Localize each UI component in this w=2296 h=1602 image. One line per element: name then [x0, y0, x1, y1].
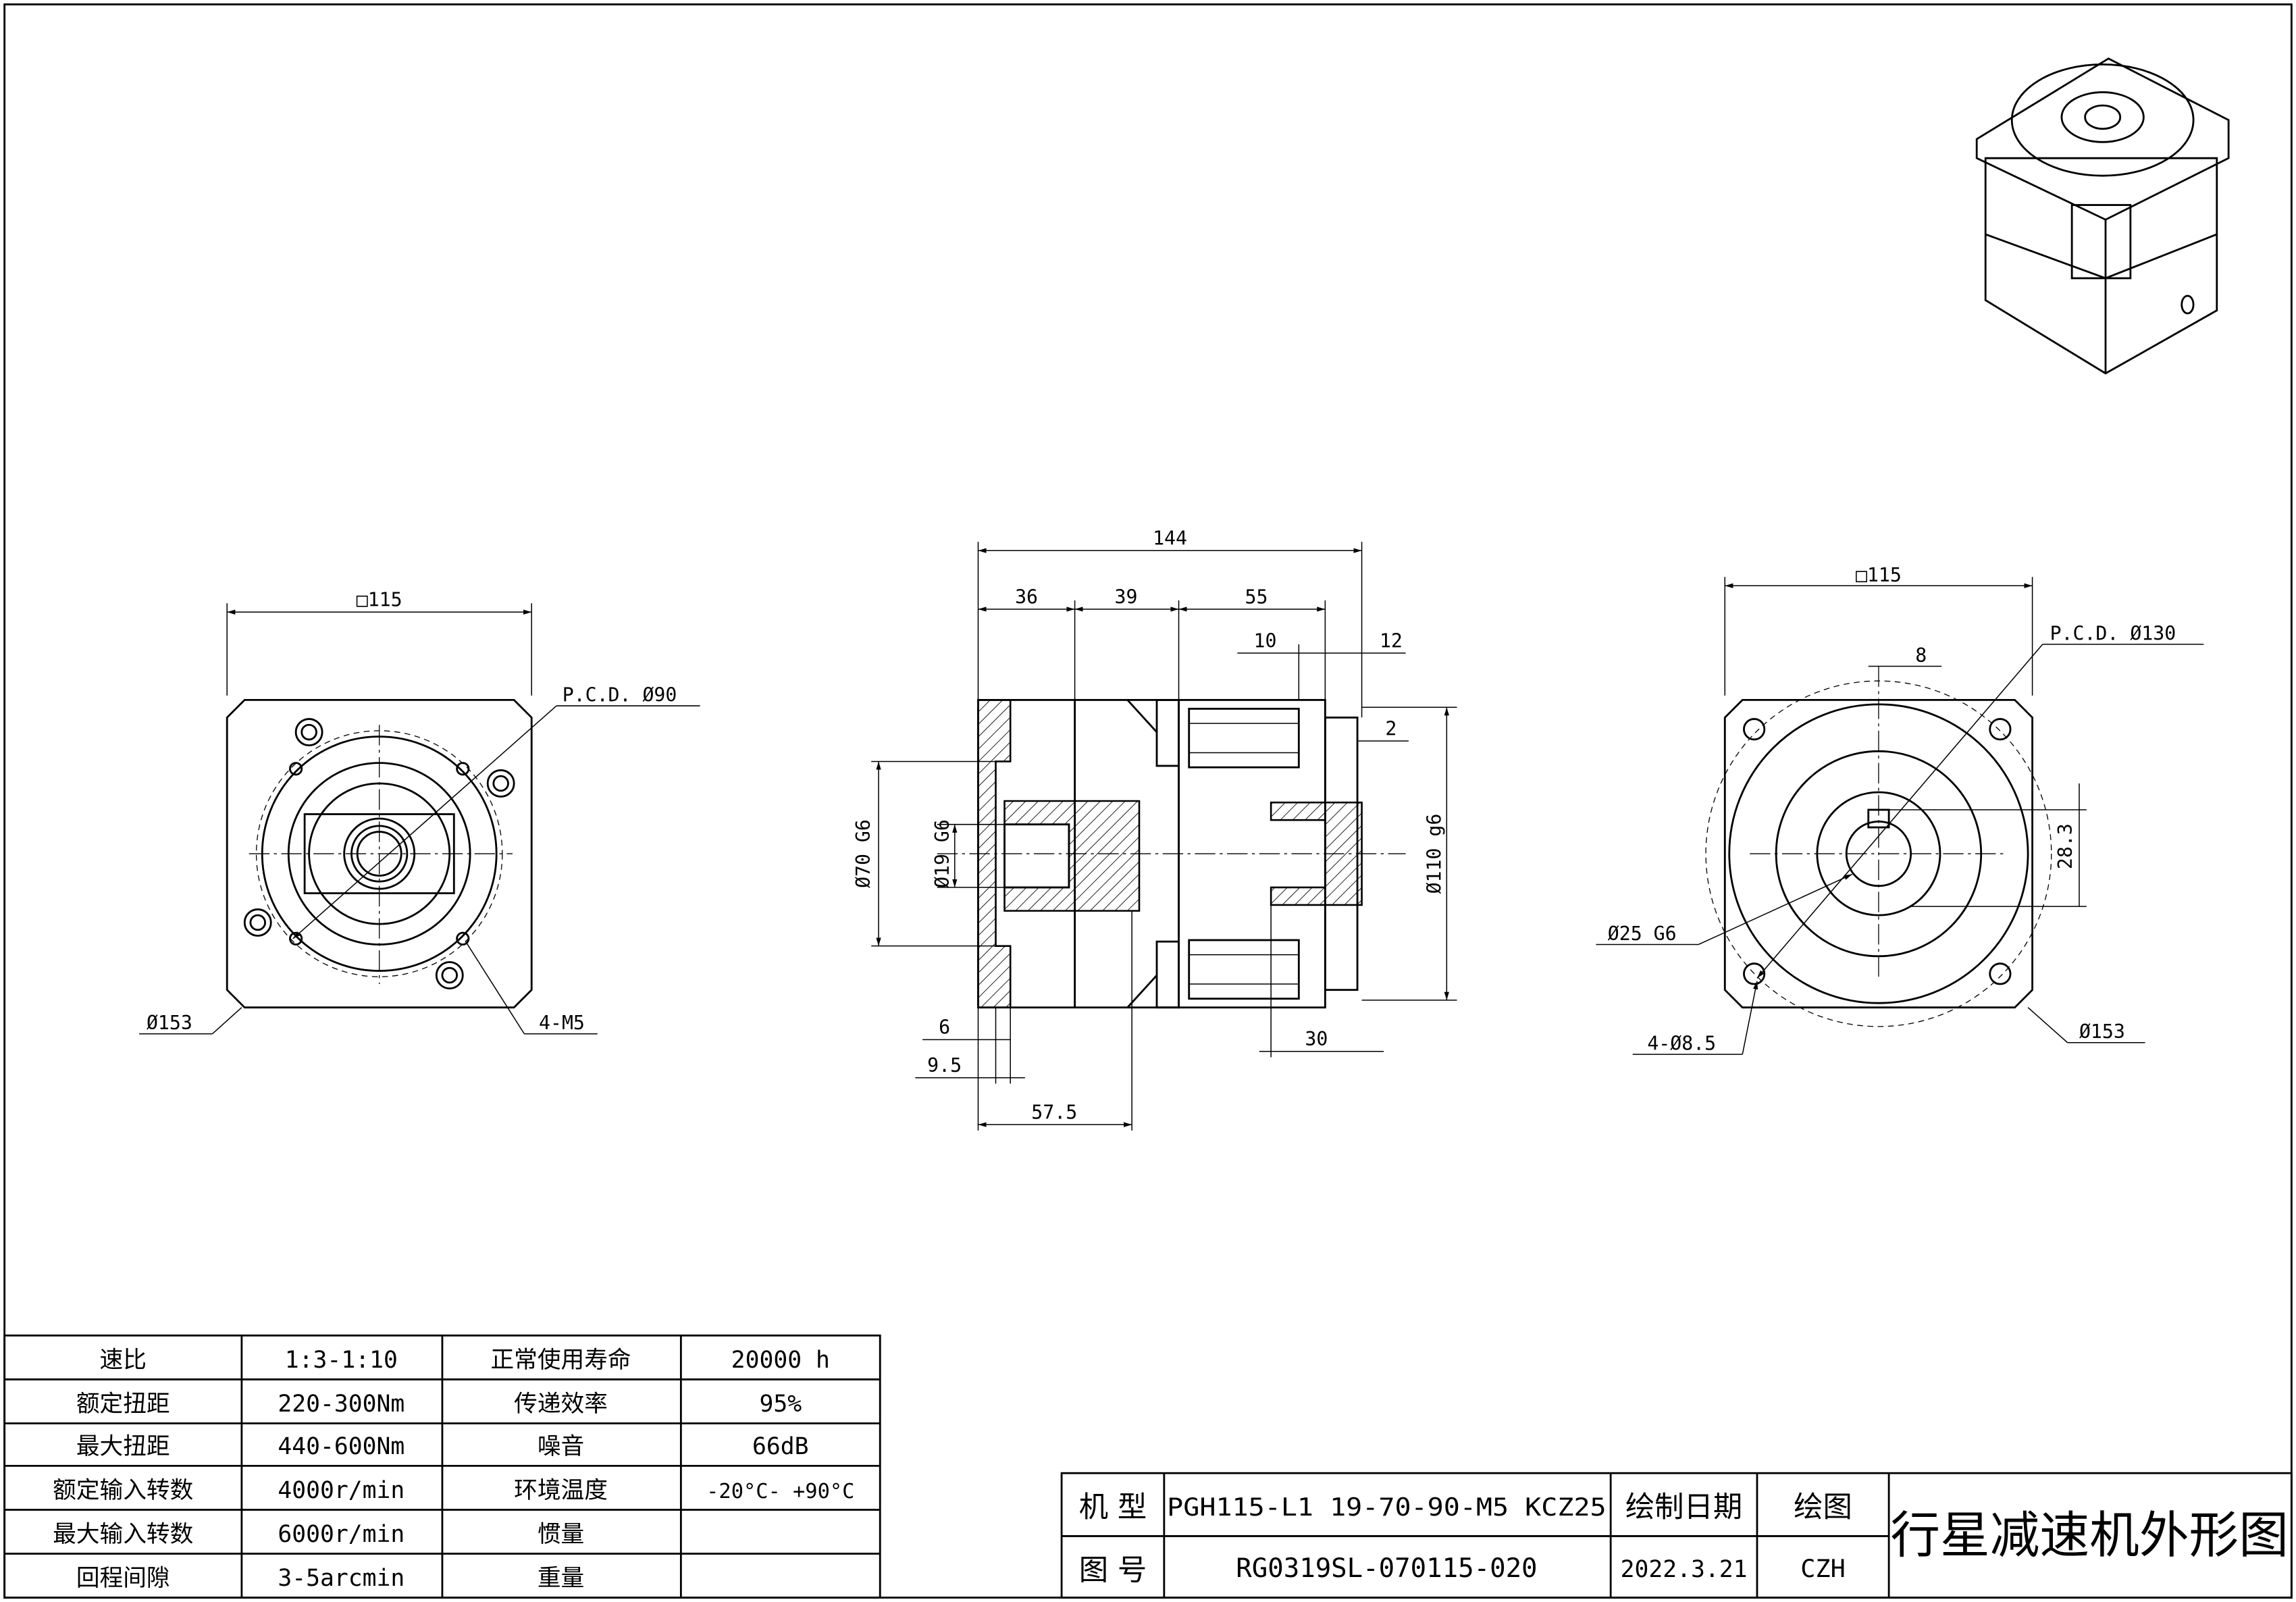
spec-label: 传递效率 — [514, 1391, 608, 1418]
isometric-view-icon — [1975, 57, 2230, 375]
dim-19: Ø19 G6 — [931, 819, 954, 888]
spec-label: 惯量 — [538, 1521, 584, 1548]
dim-12: 12 — [1380, 629, 1403, 652]
spec-label: 环境温度 — [514, 1477, 608, 1504]
dim-9-5: 9.5 — [927, 1054, 962, 1077]
dim-outer-dia: Ø153 — [147, 1012, 192, 1034]
model-label: 机 型 — [1079, 1491, 1147, 1524]
dim-6: 6 — [939, 1016, 950, 1039]
spec-value: 220-300Nm — [278, 1391, 405, 1418]
spec-label: 正常使用寿命 — [490, 1347, 631, 1374]
spec-value: 20000 h — [731, 1347, 830, 1374]
bolt-hole-icon — [243, 718, 515, 989]
dim-57-5: 57.5 — [1031, 1101, 1077, 1123]
spec-label: 最大扭距 — [76, 1433, 170, 1460]
spec-table: 速比 1:3-1:10 正常使用寿命 20000 h 额定扭距 220-300N… — [3, 1334, 881, 1599]
spec-value: 66dB — [752, 1433, 809, 1460]
spec-value: 95% — [759, 1391, 802, 1418]
input-flange-view: □115 P.C.D. Ø90 Ø153 4-M5 — [139, 589, 700, 1035]
output-flange-view: □115 P.C.D. Ø130 8 28.3 Ø25 G6 4-Ø8.5 Ø1… — [1596, 564, 2204, 1055]
dim-square-right: □115 — [1856, 564, 1902, 586]
date-value: 2022.3.21 — [1621, 1556, 1748, 1583]
dim-outer-dia-right: Ø153 — [2079, 1020, 2125, 1043]
drawing-title: 行星减速机外形图 — [1890, 1507, 2289, 1564]
spec-label: 重量 — [538, 1565, 584, 1592]
spec-label: 回程间隙 — [76, 1565, 170, 1592]
spec-value: 3-5arcmin — [278, 1565, 405, 1592]
side-section-view: 144 36 39 55 10 12 2 Ø70 G6 Ø19 G6 Ø110 … — [852, 527, 1457, 1131]
spec-value: -20°C- +90°C — [706, 1480, 854, 1503]
mounting-hole-icon — [1743, 718, 2012, 985]
dim-holes-right: 4-Ø8.5 — [1647, 1033, 1716, 1055]
dim-36: 36 — [1015, 586, 1038, 608]
spec-value: 6000r/min — [278, 1521, 405, 1548]
dim-110: Ø110 g6 — [1424, 814, 1446, 894]
spec-label: 噪音 — [538, 1433, 584, 1460]
drawing-no-value: RG0319SL-070115-020 — [1236, 1553, 1537, 1584]
spec-label: 速比 — [100, 1347, 147, 1374]
drawing-no-label: 图 号 — [1079, 1553, 1147, 1587]
dim-shaft: Ø25 G6 — [1608, 923, 1677, 945]
dim-10: 10 — [1253, 629, 1276, 652]
dim-2: 2 — [1385, 717, 1397, 740]
dim-30: 30 — [1305, 1028, 1328, 1050]
spec-label: 额定输入转数 — [53, 1477, 193, 1504]
spec-value: 1:3-1:10 — [285, 1347, 398, 1374]
dim-square: □115 — [357, 589, 402, 611]
drawn-by-label: 绘图 — [1794, 1491, 1852, 1524]
spec-value: 4000r/min — [278, 1477, 405, 1504]
spec-label: 额定扭距 — [76, 1391, 170, 1418]
drawn-by-value: CZH — [1800, 1554, 1846, 1583]
title-block: 机 型 PGH115-L1 19-70-90-M5 KCZ25 绘制日期 绘图 … — [1060, 1472, 2293, 1599]
dim-pcd: P.C.D. Ø90 — [563, 684, 677, 706]
dim-key-width: 8 — [1915, 644, 1927, 667]
spec-value: 440-600Nm — [278, 1433, 405, 1460]
dim-overall-length: 144 — [1153, 527, 1187, 550]
dim-holes: 4-M5 — [539, 1012, 585, 1034]
dim-pcd-right: P.C.D. Ø130 — [2050, 622, 2176, 644]
dim-key-height: 28.3 — [2054, 823, 2077, 869]
dim-55: 55 — [1245, 586, 1268, 608]
model-value: PGH115-L1 19-70-90-M5 KCZ25 — [1167, 1493, 1606, 1522]
dim-70: Ø70 G6 — [852, 819, 875, 888]
date-label: 绘制日期 — [1625, 1491, 1742, 1524]
spec-label: 最大输入转数 — [53, 1521, 193, 1548]
dim-39: 39 — [1115, 586, 1138, 608]
